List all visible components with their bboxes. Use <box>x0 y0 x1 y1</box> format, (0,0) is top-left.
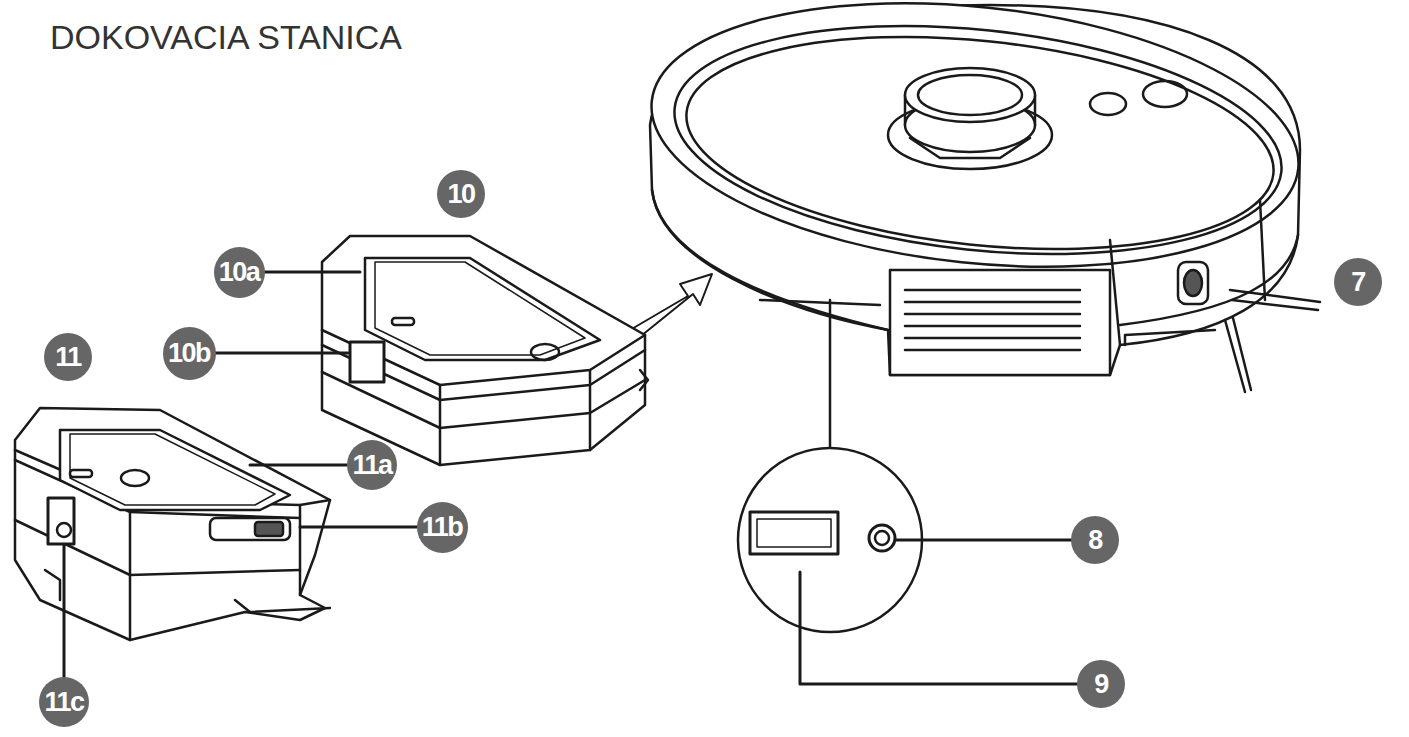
callout-number: 11c <box>44 689 83 716</box>
callout-circle: 11b <box>417 502 468 553</box>
callout-number: 11a <box>352 452 391 479</box>
callout-number: 10a <box>219 259 260 286</box>
dock-11 <box>15 408 418 678</box>
callout-number: 8 <box>1088 527 1102 554</box>
callout-circle: 8 <box>1071 516 1119 564</box>
callout-circle: 9 <box>1077 660 1125 708</box>
callout-number: 9 <box>1094 671 1108 698</box>
dock-10 <box>214 236 648 465</box>
callout-circle: 10 <box>437 170 485 218</box>
callout-number: 11 <box>55 344 81 371</box>
callout-circle: 11c <box>39 677 89 727</box>
callout-number: 10b <box>168 340 210 367</box>
callout-number: 11b <box>422 514 463 541</box>
callout-number: 7 <box>1351 269 1365 296</box>
callout-circle: 10b <box>163 327 216 380</box>
robot-vacuum <box>638 0 1320 392</box>
callout-circle: 10a <box>214 247 265 298</box>
detail-magnifier <box>738 300 1078 684</box>
callout-number: 10 <box>447 181 474 208</box>
callout-circle: 11a <box>347 440 397 490</box>
callout-circle: 7 <box>1334 258 1382 306</box>
insert-arrow <box>630 274 712 340</box>
callout-circle: 11 <box>44 333 92 381</box>
page-title: DOKOVACIA STANICA <box>50 18 402 57</box>
